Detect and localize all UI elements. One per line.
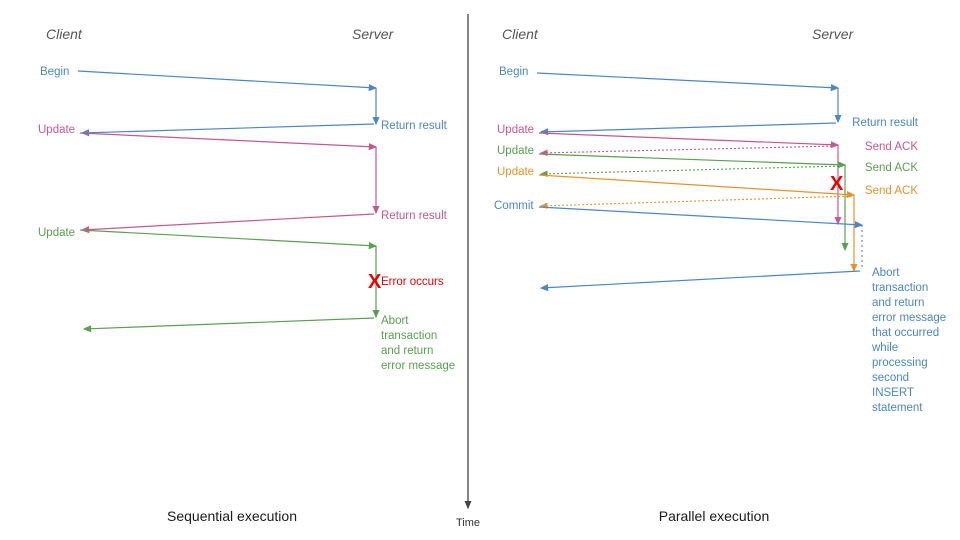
message-update-3-parallel: Update <box>497 166 856 199</box>
message-abort-sequential: Abort transaction and return error messa… <box>82 315 455 372</box>
lane-title-client-parallel: Client <box>502 26 539 42</box>
message-begin-sequential: Begin <box>40 66 378 92</box>
message-send-ack-3-parallel: Send ACK <box>539 185 918 210</box>
lane-title-server-sequential: Server <box>352 26 395 42</box>
abort-line-1: transaction <box>381 330 437 342</box>
message-label-update-1-sequential: Update <box>38 124 75 136</box>
message-return-result-1-sequential: Return result <box>80 120 448 137</box>
abort-line-6: processing <box>872 357 928 369</box>
abort-text-parallel: Abort transaction and return error messa… <box>871 267 949 414</box>
abort-line-0: Abort <box>381 315 409 327</box>
caption-sequential: Sequential execution <box>167 508 297 524</box>
message-label-update-3-parallel: Update <box>497 166 534 178</box>
time-axis-label: Time <box>456 517 480 529</box>
message-send-ack-2-parallel: Send ACK <box>539 162 918 178</box>
message-label-commit-parallel: Commit <box>494 200 534 212</box>
error-marker-parallel: X <box>830 173 844 195</box>
lane-title-client-sequential: Client <box>46 26 83 42</box>
message-update-2-parallel: Update <box>497 145 847 169</box>
message-label-return-result-1-sequential: Return result <box>381 120 448 132</box>
abort-line-2: and return <box>381 345 433 357</box>
message-update-1-parallel: Update <box>497 124 840 149</box>
abort-line-8: INSERT <box>872 387 914 399</box>
abort-line-9: statement <box>872 402 923 414</box>
abort-line-0: Abort <box>872 267 900 279</box>
message-label-update-2-parallel: Update <box>497 145 534 157</box>
caption-parallel: Parallel execution <box>659 508 770 524</box>
message-label-update-1-parallel: Update <box>497 124 534 136</box>
abort-line-5: while <box>871 342 898 354</box>
panel-sequential: Client Server Begin Return result Update <box>38 26 455 524</box>
message-label-error-occurs-sequential: Error occurs <box>381 276 444 288</box>
abort-text-sequential: Abort transaction and return error messa… <box>381 315 455 372</box>
abort-line-7: second <box>872 372 909 384</box>
message-label-send-ack-3-parallel: Send ACK <box>865 185 918 197</box>
abort-line-1: transaction <box>872 282 928 294</box>
message-return-result-2-sequential: Return result <box>80 210 448 234</box>
message-label-update-2-sequential: Update <box>38 227 75 239</box>
error-marker-sequential: X Error occurs <box>368 271 444 293</box>
message-label-return-result-parallel: Return result <box>852 117 919 129</box>
abort-line-3: error message <box>381 360 455 372</box>
message-update-1-sequential: Update <box>38 124 378 151</box>
message-label-send-ack-2-parallel: Send ACK <box>865 162 918 174</box>
message-send-ack-1-parallel: Send ACK <box>539 141 918 157</box>
message-update-2-sequential: Update <box>38 227 378 250</box>
message-label-send-ack-1-parallel: Send ACK <box>865 141 918 153</box>
message-abort-parallel: Abort transaction and return error messa… <box>539 267 949 414</box>
error-x-icon: X <box>368 271 382 293</box>
error-x-icon-parallel: X <box>830 173 844 195</box>
message-commit-parallel: Commit <box>494 200 864 229</box>
message-return-result-parallel: Return result <box>539 117 919 136</box>
message-label-begin-parallel: Begin <box>499 66 528 78</box>
abort-line-4: that occurred <box>872 327 939 339</box>
message-begin-parallel: Begin <box>499 66 840 92</box>
lane-title-server-parallel: Server <box>812 26 855 42</box>
message-label-begin-sequential: Begin <box>40 66 69 78</box>
time-axis: Time <box>456 14 480 529</box>
abort-line-2: and return <box>872 297 924 309</box>
abort-line-3: error message <box>872 312 946 324</box>
panel-parallel: Client Server Begin Return result Update <box>494 26 949 524</box>
message-label-return-result-2-sequential: Return result <box>381 210 448 222</box>
